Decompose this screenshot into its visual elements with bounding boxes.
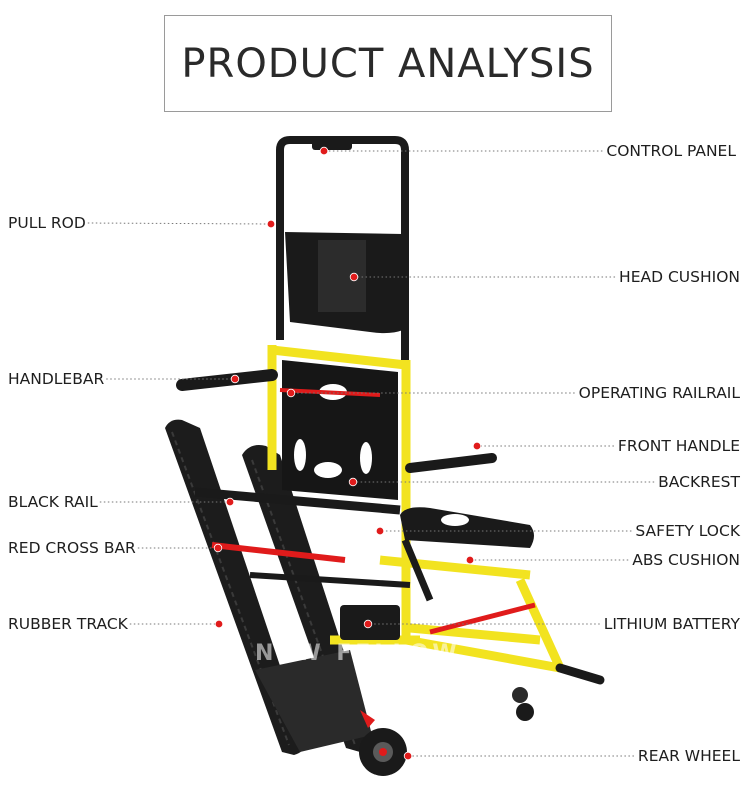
- label-pull-rod: PULL ROD: [8, 214, 86, 232]
- label-operating-rail: OPERATING RAILRAIL: [578, 384, 740, 402]
- front-handle-grip: [405, 453, 497, 473]
- control-panel-box: [312, 136, 352, 150]
- yellow-frame: [267, 345, 565, 673]
- label-front-handle: FRONT HANDLE: [617, 437, 740, 455]
- label-handlebar: HANDLEBAR: [8, 370, 105, 388]
- marker-dot-operating-rail: [286, 388, 296, 398]
- marker-dot-lithium-battery: [363, 619, 373, 629]
- marker-dot-abs-cushion: [465, 555, 475, 565]
- black-rail-bar: [194, 487, 401, 515]
- marker-dot-rear-wheel: [403, 751, 413, 761]
- marker-dot-red-cross-bar: [213, 543, 223, 553]
- label-red-cross-bar: RED CROSS BAR: [8, 539, 136, 557]
- marker-dot-backrest: [348, 477, 358, 487]
- marker-dot-rubber-track: [214, 619, 224, 629]
- marker-dot-safety-lock: [375, 526, 385, 536]
- front-caster: [516, 703, 534, 721]
- marker-dot-black-rail: [225, 497, 235, 507]
- label-backrest: BACKREST: [658, 473, 740, 491]
- page-title: PRODUCT ANALYSIS: [181, 40, 595, 87]
- marker-dot-front-handle: [472, 441, 482, 451]
- leader-lines: [87, 146, 655, 761]
- label-head-cushion: HEAD CUSHION: [619, 268, 740, 286]
- marker-dot-pull-rod: [266, 219, 276, 229]
- marker-dot-handlebar: [230, 374, 240, 384]
- title-box: PRODUCT ANALYSIS: [164, 15, 612, 112]
- marker-dot-head-cushion: [349, 272, 359, 282]
- label-rubber-track: RUBBER TRACK: [8, 615, 128, 633]
- abs-seat: [400, 507, 534, 548]
- label-rear-wheel: REAR WHEEL: [637, 747, 740, 765]
- handlebar-grip: [176, 369, 278, 391]
- marker-dot-control-panel: [319, 146, 329, 156]
- watermark: NEW FELLOW: [255, 641, 461, 666]
- label-black-rail: BLACK RAIL: [8, 493, 98, 511]
- backrest-panel: [282, 360, 398, 500]
- lower-red-bar: [429, 602, 536, 635]
- drive-housing: [255, 650, 372, 752]
- label-control-panel: CONTROL PANEL: [606, 142, 736, 160]
- label-lithium-battery: LITHIUM BATTERY: [603, 615, 740, 633]
- leader-line-pull-rod: [87, 222, 272, 225]
- label-safety-lock: SAFETY LOCK: [635, 522, 740, 540]
- red-cross-bar-part: [211, 542, 346, 563]
- label-abs-cushion: ABS CUSHION: [632, 551, 740, 569]
